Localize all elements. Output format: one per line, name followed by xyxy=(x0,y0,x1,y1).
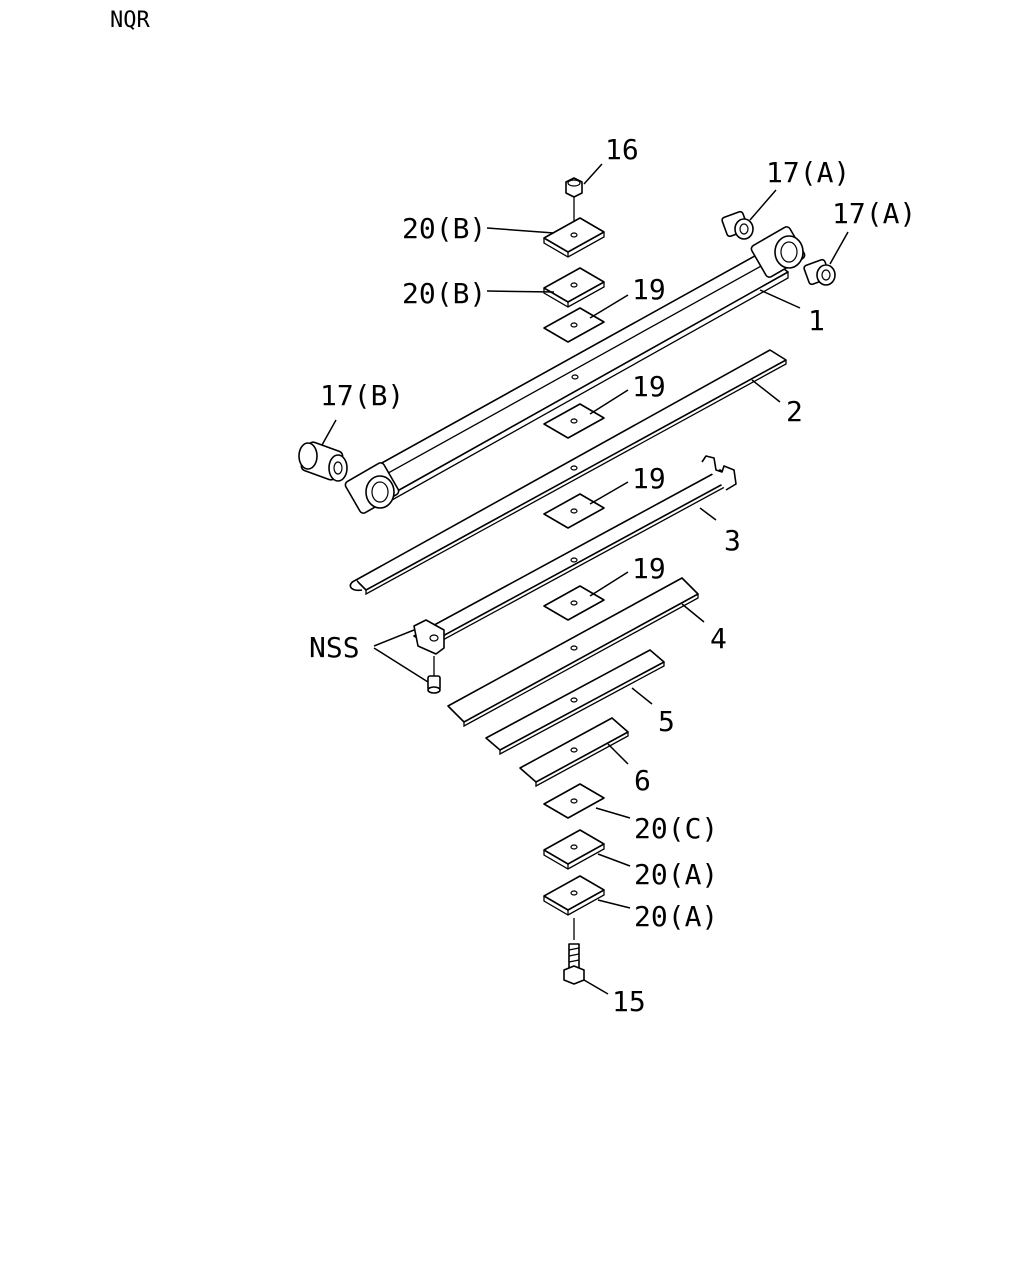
spacer-plate-20b-top xyxy=(543,217,605,258)
fifth-leaf-part-5 xyxy=(485,649,665,756)
callout-20c: 20(C) xyxy=(634,812,718,845)
callout-4: 4 xyxy=(710,622,727,655)
center-bolt-part-15 xyxy=(563,918,585,985)
leader-17a-upper xyxy=(749,189,777,221)
callout-16: 16 xyxy=(605,133,639,166)
callout-5: 5 xyxy=(658,705,675,738)
sixth-leaf-part-6 xyxy=(519,717,629,788)
center-pad-19-b xyxy=(543,403,605,439)
leader-17a-right xyxy=(829,231,849,265)
leader-20a-upper xyxy=(597,853,631,867)
callout-19-c: 19 xyxy=(632,462,666,495)
nut-part-16 xyxy=(565,177,583,230)
callout-19-a: 19 xyxy=(632,273,666,306)
spacer-plate-20a-upper xyxy=(543,829,605,870)
leader-15 xyxy=(583,979,609,995)
callout-17a-right: 17(A) xyxy=(832,197,916,230)
leader-5 xyxy=(631,687,653,705)
leader-1 xyxy=(759,289,801,309)
callout-2: 2 xyxy=(786,395,803,428)
leader-17b xyxy=(321,419,337,446)
bushing-17b xyxy=(298,441,348,482)
callout-15: 15 xyxy=(612,985,646,1018)
third-leaf-part-3 xyxy=(413,455,737,655)
leader-6 xyxy=(607,743,629,765)
bushing-17a-right xyxy=(803,258,836,286)
leader-2 xyxy=(751,379,781,403)
model-label: NQR xyxy=(110,8,150,33)
callout-20b-second: 20(B) xyxy=(402,277,486,310)
callout-6: 6 xyxy=(634,764,651,797)
callout-17b: 17(B) xyxy=(320,379,404,412)
callout-19-d: 19 xyxy=(632,552,666,585)
leader-3 xyxy=(699,507,717,521)
callout-nss: NSS xyxy=(309,631,360,664)
leader-16 xyxy=(583,163,603,185)
callout-20a-lower: 20(A) xyxy=(634,900,718,933)
clip-bolt-nss xyxy=(427,656,441,694)
spacer-plate-20b-second xyxy=(543,267,605,308)
leader-4 xyxy=(681,603,705,623)
leader-19-a xyxy=(589,294,629,319)
leader-20a-lower xyxy=(597,899,631,909)
leader-nss-clip xyxy=(373,629,415,647)
bushing-17a-upper xyxy=(721,210,754,240)
callout-3: 3 xyxy=(724,524,741,557)
second-leaf-part-2 xyxy=(349,349,787,596)
leader-20c xyxy=(595,807,631,819)
callout-17a-upper: 17(A) xyxy=(766,156,850,189)
leader-20b-second xyxy=(486,290,555,293)
leader-19-d xyxy=(589,571,629,597)
leader-nss-bolt xyxy=(373,647,429,683)
leader-19-b xyxy=(589,389,629,415)
spacer-plate-20a-lower xyxy=(543,875,605,916)
callout-1: 1 xyxy=(808,304,825,337)
center-pad-19-d xyxy=(543,585,605,621)
spacer-plate-20c xyxy=(543,783,605,819)
callout-20a-upper: 20(A) xyxy=(634,858,718,891)
leader-19-c xyxy=(589,481,629,505)
callout-20b-top: 20(B) xyxy=(402,212,486,245)
fourth-leaf-part-4 xyxy=(447,577,699,728)
center-pad-19-c xyxy=(543,493,605,529)
main-leaf-part-1 xyxy=(344,226,806,514)
leader-20b-top xyxy=(486,227,555,234)
callout-19-b: 19 xyxy=(632,370,666,403)
center-pad-19-a xyxy=(543,307,605,343)
